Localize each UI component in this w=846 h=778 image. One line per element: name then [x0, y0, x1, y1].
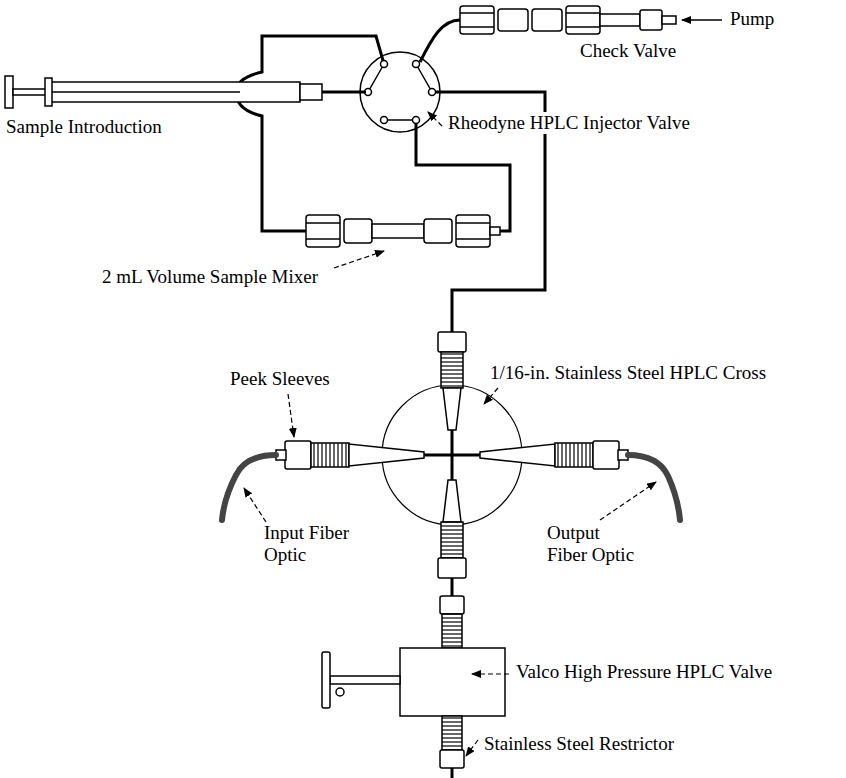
hex-nut — [593, 441, 619, 469]
port — [413, 117, 420, 124]
nut-face — [566, 13, 600, 27]
sleeve-label: Peek Sleeves — [228, 368, 332, 390]
hex-nut — [456, 215, 490, 247]
input-fiber — [222, 455, 276, 520]
leader-line — [472, 673, 509, 674]
cross-label: 1/16-in. Stainless Steel HPLC Cross — [488, 362, 768, 384]
hex-nut — [498, 9, 528, 31]
restrictor-label: Stainless Steel Restrictor — [482, 733, 676, 755]
leader-line — [600, 482, 656, 520]
leader-line — [466, 740, 478, 756]
plunger-knob — [5, 76, 13, 108]
valve-body — [400, 648, 505, 716]
flow-arrow — [682, 19, 722, 21]
mixer-label: 2 mL Volume Sample Mixer — [100, 266, 320, 288]
syringe-label: Sample Introduction — [4, 116, 164, 138]
rotor-channel — [368, 64, 432, 120]
hex-nut — [640, 10, 662, 30]
leader-line — [484, 388, 498, 404]
outlet-stub — [490, 227, 500, 235]
syringe — [5, 76, 366, 108]
valve-label: Rheodyne HPLC Injector Valve — [446, 112, 692, 134]
syringe-hub — [300, 84, 322, 100]
check-valve — [460, 6, 676, 34]
valve-stem — [330, 676, 400, 684]
thread — [441, 352, 463, 388]
inlet-stub — [662, 16, 676, 24]
hex-nut — [306, 215, 340, 247]
hex-nut — [424, 219, 452, 243]
fiber-optic-cable — [222, 455, 680, 520]
plunger-shaft — [52, 91, 240, 93]
pump-tube — [420, 20, 460, 62]
port — [381, 117, 388, 124]
syringe-barrel — [48, 82, 300, 102]
leader-line — [428, 112, 442, 126]
valve-label: Valco High Pressure HPLC Valve — [514, 661, 774, 683]
port — [429, 89, 436, 96]
leader-lines — [244, 112, 656, 756]
valve-handle — [322, 652, 330, 708]
injector-valve — [360, 52, 440, 132]
sample-mixer — [306, 215, 500, 247]
nut-face — [306, 223, 340, 239]
hex-nut — [285, 441, 311, 469]
cross-channel — [424, 430, 480, 480]
fiber-label: Input Fiber Optic — [262, 522, 358, 566]
hex-nut — [438, 332, 466, 352]
thread — [442, 716, 462, 750]
handle-knob — [336, 688, 344, 696]
hex-nut — [460, 6, 494, 34]
output-fiber — [628, 455, 680, 520]
thread — [441, 522, 463, 558]
hex-nut — [344, 219, 372, 243]
valve-feed-tube — [451, 578, 454, 596]
valve-ports — [365, 61, 436, 124]
port — [413, 61, 420, 68]
high-pressure-valve — [322, 596, 505, 768]
hex-nut — [532, 9, 562, 31]
pump-label: Pump — [728, 8, 776, 30]
valve-rotor — [360, 52, 440, 132]
leader-line — [288, 394, 294, 437]
plunger-rod — [13, 89, 48, 95]
thread — [442, 614, 462, 648]
ferrule-cone — [480, 444, 555, 466]
syringe-needle — [322, 91, 366, 94]
valve-body — [600, 14, 640, 26]
hex-nut — [440, 750, 464, 768]
thread — [311, 443, 349, 467]
hex-nut — [440, 596, 464, 614]
thread — [555, 443, 593, 467]
restrictor-tube — [451, 768, 454, 778]
mixer-tube — [372, 224, 424, 238]
barrel-flange — [45, 78, 52, 106]
leader-line — [244, 488, 266, 522]
fiber-label: Output Fiber Optic — [545, 522, 645, 566]
ferrule-cone — [443, 480, 461, 522]
loop-tube — [236, 36, 384, 231]
nut-face — [456, 223, 490, 239]
hex-nut — [438, 558, 466, 578]
hex-nut — [566, 6, 600, 34]
ferrule-cone — [443, 388, 461, 430]
port — [381, 61, 388, 68]
nut-face — [460, 13, 494, 27]
valve-label: Check Valve — [578, 40, 678, 62]
leader-line — [334, 251, 384, 268]
ferrule-cone — [349, 444, 424, 466]
